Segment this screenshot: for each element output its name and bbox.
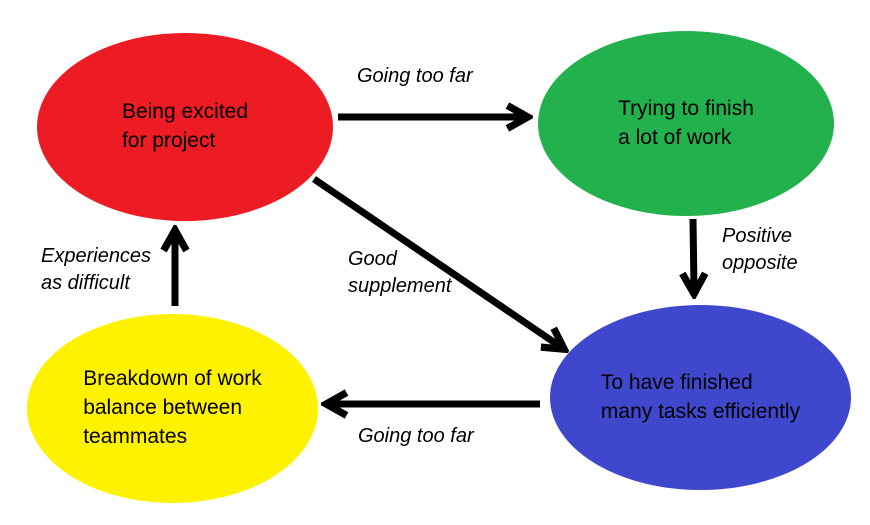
- edge-label-good-supplement: Good supplement: [348, 248, 452, 297]
- node-trying-to-finish: Trying to finish a lot of work: [538, 31, 834, 216]
- node-being-excited: Being excited for project: [37, 33, 333, 221]
- edge-label-going-too-far-bottom: Going too far: [358, 425, 474, 447]
- edge-label-experiences-as-difficult: Experiences as difficult: [41, 245, 152, 294]
- edge-label-positive-opposite: Positive opposite: [722, 225, 798, 274]
- node-being-excited-label: Being excited for project: [121, 100, 249, 152]
- node-finished-efficiently-label: To have finished many tasks efficiently: [600, 370, 801, 423]
- node-trying-to-finish-label: Trying to finish a lot of work: [618, 96, 754, 149]
- node-work-balance-breakdown-label: Breakdown of work balance between teamma…: [83, 367, 262, 448]
- node-finished-efficiently: To have finished many tasks efficiently: [550, 305, 851, 490]
- edge-label-going-too-far-top: Going too far: [357, 65, 473, 87]
- arrow-trying-to-finished: [693, 218, 694, 290]
- node-work-balance-breakdown: Breakdown of work balance between teamma…: [27, 314, 318, 503]
